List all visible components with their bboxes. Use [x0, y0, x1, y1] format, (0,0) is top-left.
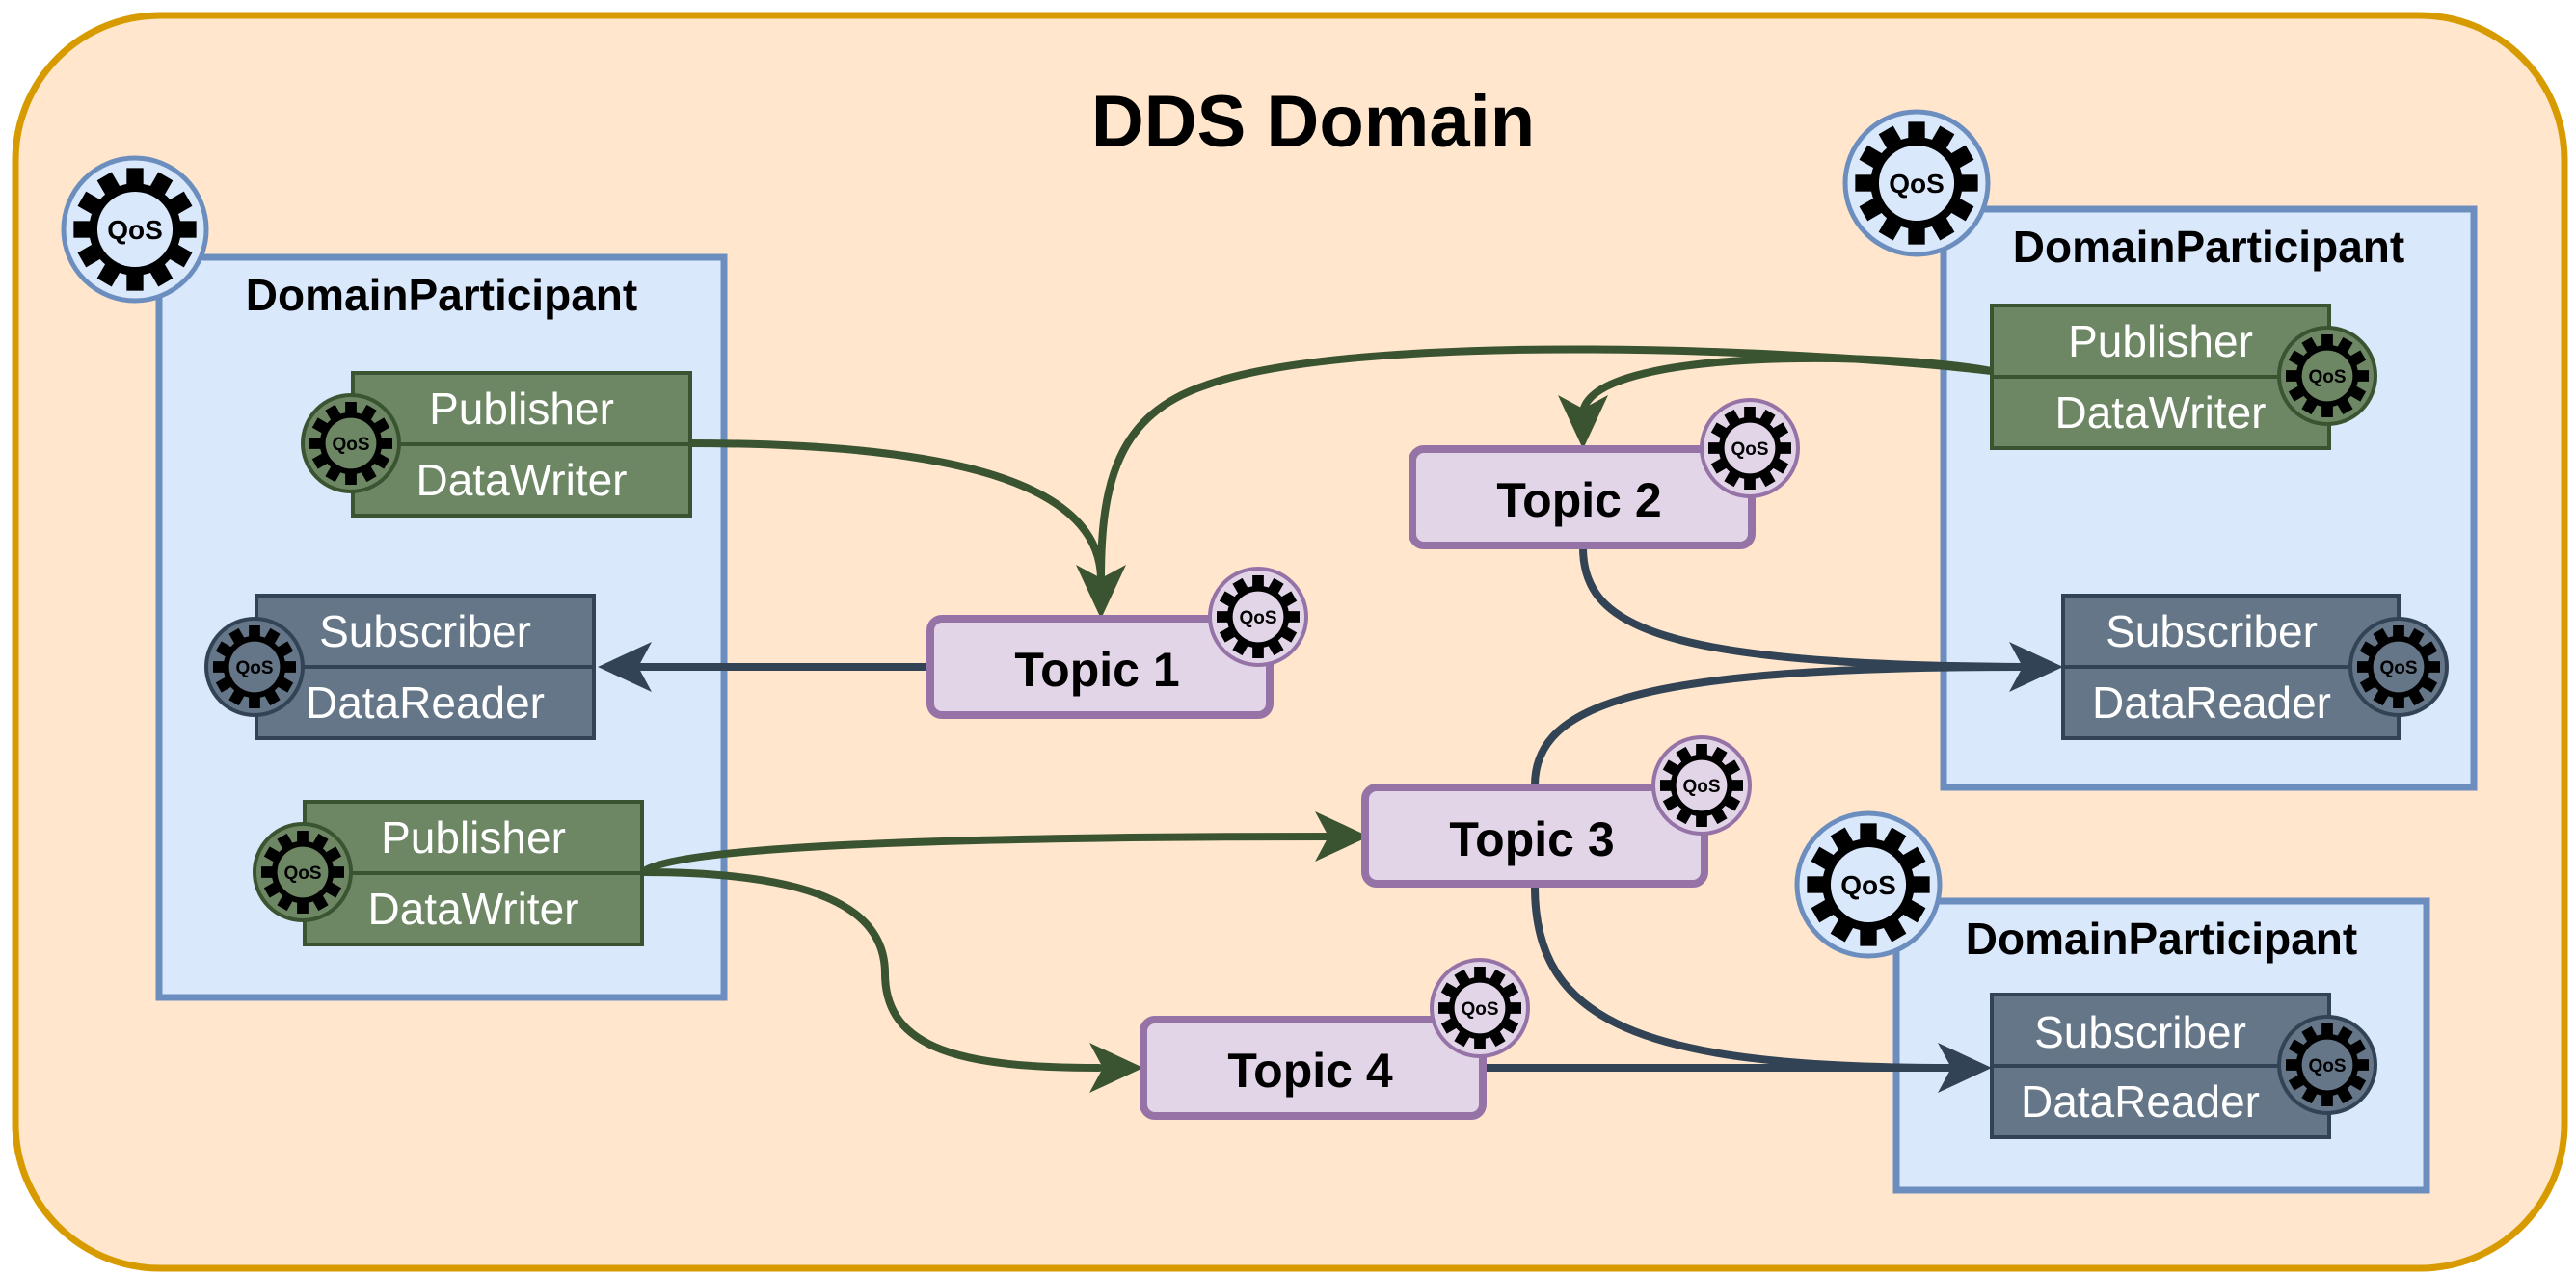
datareader-label: DataReader — [2092, 677, 2331, 728]
topic-4[interactable]: Topic 4 — [1140, 1016, 1487, 1120]
datawriter-label: DataWriter — [416, 455, 628, 505]
qos-icon-dp2-publisher: QoS — [2277, 326, 2377, 426]
qos-label: QoS — [2308, 367, 2346, 387]
publisher-label: Publisher — [381, 812, 566, 863]
qos-label: QoS — [2379, 658, 2417, 678]
topic-label: Topic 1 — [1014, 643, 1179, 697]
arrow-topic2-to-dp2-reader — [1579, 544, 2028, 671]
qos-icon-participant-1: QoS — [61, 155, 209, 304]
participant-label: DomainParticipant — [246, 270, 637, 320]
subscriber-label: Subscriber — [2034, 1007, 2246, 1057]
qos-label: QoS — [1461, 999, 1498, 1020]
datawriter-label: DataWriter — [2055, 387, 2267, 438]
datareader-label: DataReader — [306, 677, 545, 728]
publisher-label: Publisher — [2068, 316, 2253, 366]
arrow-dp2-writer-to-topic2 — [1579, 354, 1996, 416]
arrowhead-topic3-left — [1315, 811, 1369, 862]
publisher-label: Publisher — [429, 384, 614, 434]
arrowhead-dp2-reader — [2009, 642, 2063, 692]
dp1-subscriber-reader[interactable]: Subscriber DataReader — [255, 594, 596, 740]
arrowhead-topic2-top — [1558, 395, 1608, 449]
qos-icon-topic-1: QoS — [1208, 567, 1308, 667]
qos-label: QoS — [1239, 608, 1276, 628]
qos-label: QoS — [1731, 439, 1768, 460]
qos-label: QoS — [1889, 169, 1945, 199]
qos-label: QoS — [1840, 870, 1896, 900]
qos-icon-topic-3: QoS — [1651, 735, 1752, 836]
qos-icon-participant-2: QoS — [1842, 109, 1991, 257]
qos-label: QoS — [235, 658, 273, 678]
domain-title: DDS Domain — [1091, 81, 1535, 163]
topic-1[interactable]: Topic 1 — [926, 615, 1274, 719]
subscriber-label: Subscriber — [2106, 606, 2318, 656]
participant-label: DomainParticipant — [1966, 914, 2357, 964]
arrowhead-topic4-left — [1089, 1043, 1143, 1093]
qos-icon-dp3-subscriber: QoS — [2277, 1015, 2377, 1115]
arrowhead-dp3-reader — [1938, 1043, 1992, 1093]
qos-label: QoS — [2308, 1056, 2346, 1076]
arrowhead-topic1-top — [1076, 565, 1126, 619]
qos-icon-dp1-subscriber: QoS — [204, 617, 305, 717]
arrow-dp1-writer-to-topic4 — [639, 868, 1103, 1072]
qos-label: QoS — [107, 215, 163, 245]
qos-label: QoS — [283, 863, 321, 884]
datawriter-label: DataWriter — [368, 884, 579, 934]
qos-icon-topic-2: QoS — [1700, 398, 1800, 498]
qos-icon-participant-3: QoS — [1794, 810, 1943, 959]
dp1-publisher-writer-1[interactable]: Publisher DataWriter — [351, 371, 692, 518]
dp2-subscriber-reader[interactable]: Subscriber DataReader — [2061, 594, 2401, 740]
qos-icon-dp2-subscriber: QoS — [2348, 617, 2449, 717]
qos-label: QoS — [332, 435, 369, 455]
topic-2[interactable]: Topic 2 — [1409, 445, 1756, 549]
arrow-dp1-writer-to-topic1 — [686, 439, 1105, 582]
topic-3[interactable]: Topic 3 — [1361, 784, 1708, 888]
qos-icon-dp1-publisher-2: QoS — [253, 822, 353, 922]
arrow-dp1-writer-to-topic3 — [639, 833, 1339, 876]
qos-icon-topic-4: QoS — [1430, 958, 1530, 1058]
dp2-publisher-writer[interactable]: Publisher DataWriter — [1990, 304, 2331, 450]
subscriber-label: Subscriber — [319, 606, 531, 656]
qos-icon-dp1-publisher-1: QoS — [301, 393, 401, 493]
topic-label: Topic 3 — [1449, 812, 1614, 866]
datareader-label: DataReader — [2021, 1076, 2260, 1127]
dp1-publisher-writer-2[interactable]: Publisher DataWriter — [303, 800, 644, 946]
arrow-topic3-to-dp2-reader — [1531, 663, 2028, 789]
participant-label: DomainParticipant — [2013, 222, 2404, 272]
arrowhead-dp1-reader — [598, 642, 652, 692]
topic-label: Topic 2 — [1496, 473, 1661, 527]
dp3-subscriber-reader[interactable]: Subscriber DataReader — [1990, 993, 2331, 1139]
qos-label: QoS — [1682, 777, 1720, 797]
topic-label: Topic 4 — [1227, 1044, 1393, 1098]
